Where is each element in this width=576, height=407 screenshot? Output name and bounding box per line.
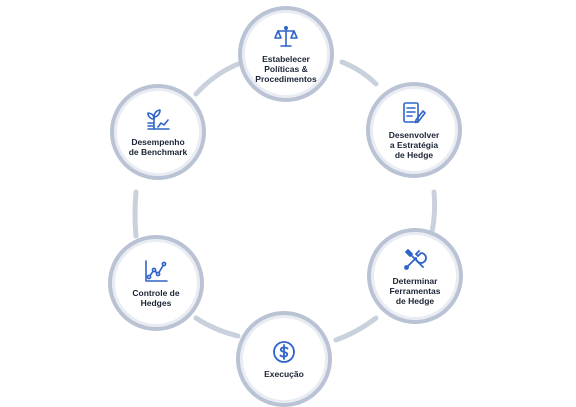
connector-2-3 [429,189,438,235]
step-label: Controle de Hedges [132,288,180,308]
plant-chart-icon [147,109,170,130]
connector-5-6 [132,189,139,239]
connector-1-2 [339,59,379,87]
scale-icon [274,25,298,47]
document-pen-icon [403,102,426,124]
step-hedge-control: Controle de Hedges [108,235,204,331]
step-label: Execução [264,369,304,379]
chart-line-icon [145,260,168,282]
step-determine-tools: Determinar Ferramentas de Hedge [367,228,463,324]
connector-4-5 [193,315,241,339]
step-establish-policies: Estabelecer Políticas & Procedimentos [238,6,334,102]
connector-3-4 [333,315,379,343]
step-label: Desenvolver a Estratégia de Hedge [388,130,440,160]
connector-6-1 [193,61,241,97]
step-benchmark-performance: Desempenho de Benchmark [110,84,206,180]
step-label: Determinar Ferramentas de Hedge [389,276,441,306]
step-execution: Execução [236,311,332,407]
step-develop-strategy: Desenvolver a Estratégia de Hedge [366,82,462,178]
dollar-circle-icon [273,341,295,363]
step-label: Desempenho de Benchmark [128,137,188,157]
step-label: Estabelecer Políticas & Procedimentos [255,54,317,84]
tools-icon [404,249,427,270]
